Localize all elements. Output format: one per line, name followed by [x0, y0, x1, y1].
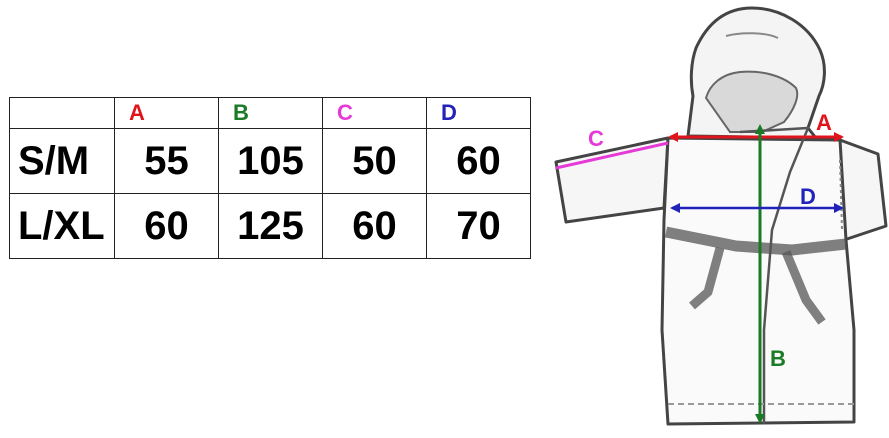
value-cell: 60	[426, 128, 531, 194]
measure-d-arrow-left	[670, 203, 680, 213]
robe-belt	[664, 226, 847, 256]
measure-b-label: B	[770, 346, 786, 371]
measure-c-label: C	[588, 126, 604, 151]
measure-a-label: A	[816, 110, 832, 135]
header-row: A B C D	[9, 97, 531, 129]
value-cell: 60	[114, 193, 219, 259]
value-cell: 60	[322, 193, 427, 259]
measure-a-arrow-right	[834, 132, 844, 142]
robe-belt-tail-left	[689, 246, 725, 310]
value-cell: 50	[322, 128, 427, 194]
measure-b-arrow-top	[755, 124, 765, 134]
header-c-label: C	[337, 100, 353, 125]
measure-c-line	[555, 141, 669, 170]
bathrobe-diagram: A B C D	[554, 6, 888, 426]
measure-a-arrow-left	[668, 132, 678, 142]
value-cell: 55	[114, 128, 219, 194]
robe-left-sleeve	[554, 136, 670, 224]
header-empty-cell	[9, 97, 115, 129]
table-row-lxl: L/XL 60 125 60 70	[9, 193, 531, 259]
robe-hood-inner	[704, 70, 799, 133]
robe-front-panel	[739, 126, 810, 424]
header-b: B	[218, 97, 323, 129]
size-label: L/XL	[9, 193, 115, 259]
value-cell: 105	[218, 128, 323, 194]
robe-hood-seam	[725, 32, 779, 39]
measure-d-arrow-right	[834, 203, 844, 213]
measure-b-arrow-bottom	[755, 414, 765, 424]
header-d: D	[426, 97, 531, 129]
header-b-label: B	[233, 100, 249, 125]
measure-d-label: D	[800, 184, 816, 209]
robe-body	[660, 136, 856, 426]
value-cell: 125	[218, 193, 323, 259]
header-c: C	[322, 97, 427, 129]
table-row-sm: S/M 55 105 50 60	[9, 128, 531, 194]
header-a-label: A	[129, 100, 145, 125]
header-d-label: D	[441, 100, 457, 125]
size-label: S/M	[9, 128, 115, 194]
robe-belt-tail-right	[781, 250, 826, 325]
header-a: A	[114, 97, 219, 129]
value-cell: 70	[426, 193, 531, 259]
size-chart-table: A B C D S/M 55 105 50 60 L/XL 60 125 60 …	[9, 97, 531, 259]
